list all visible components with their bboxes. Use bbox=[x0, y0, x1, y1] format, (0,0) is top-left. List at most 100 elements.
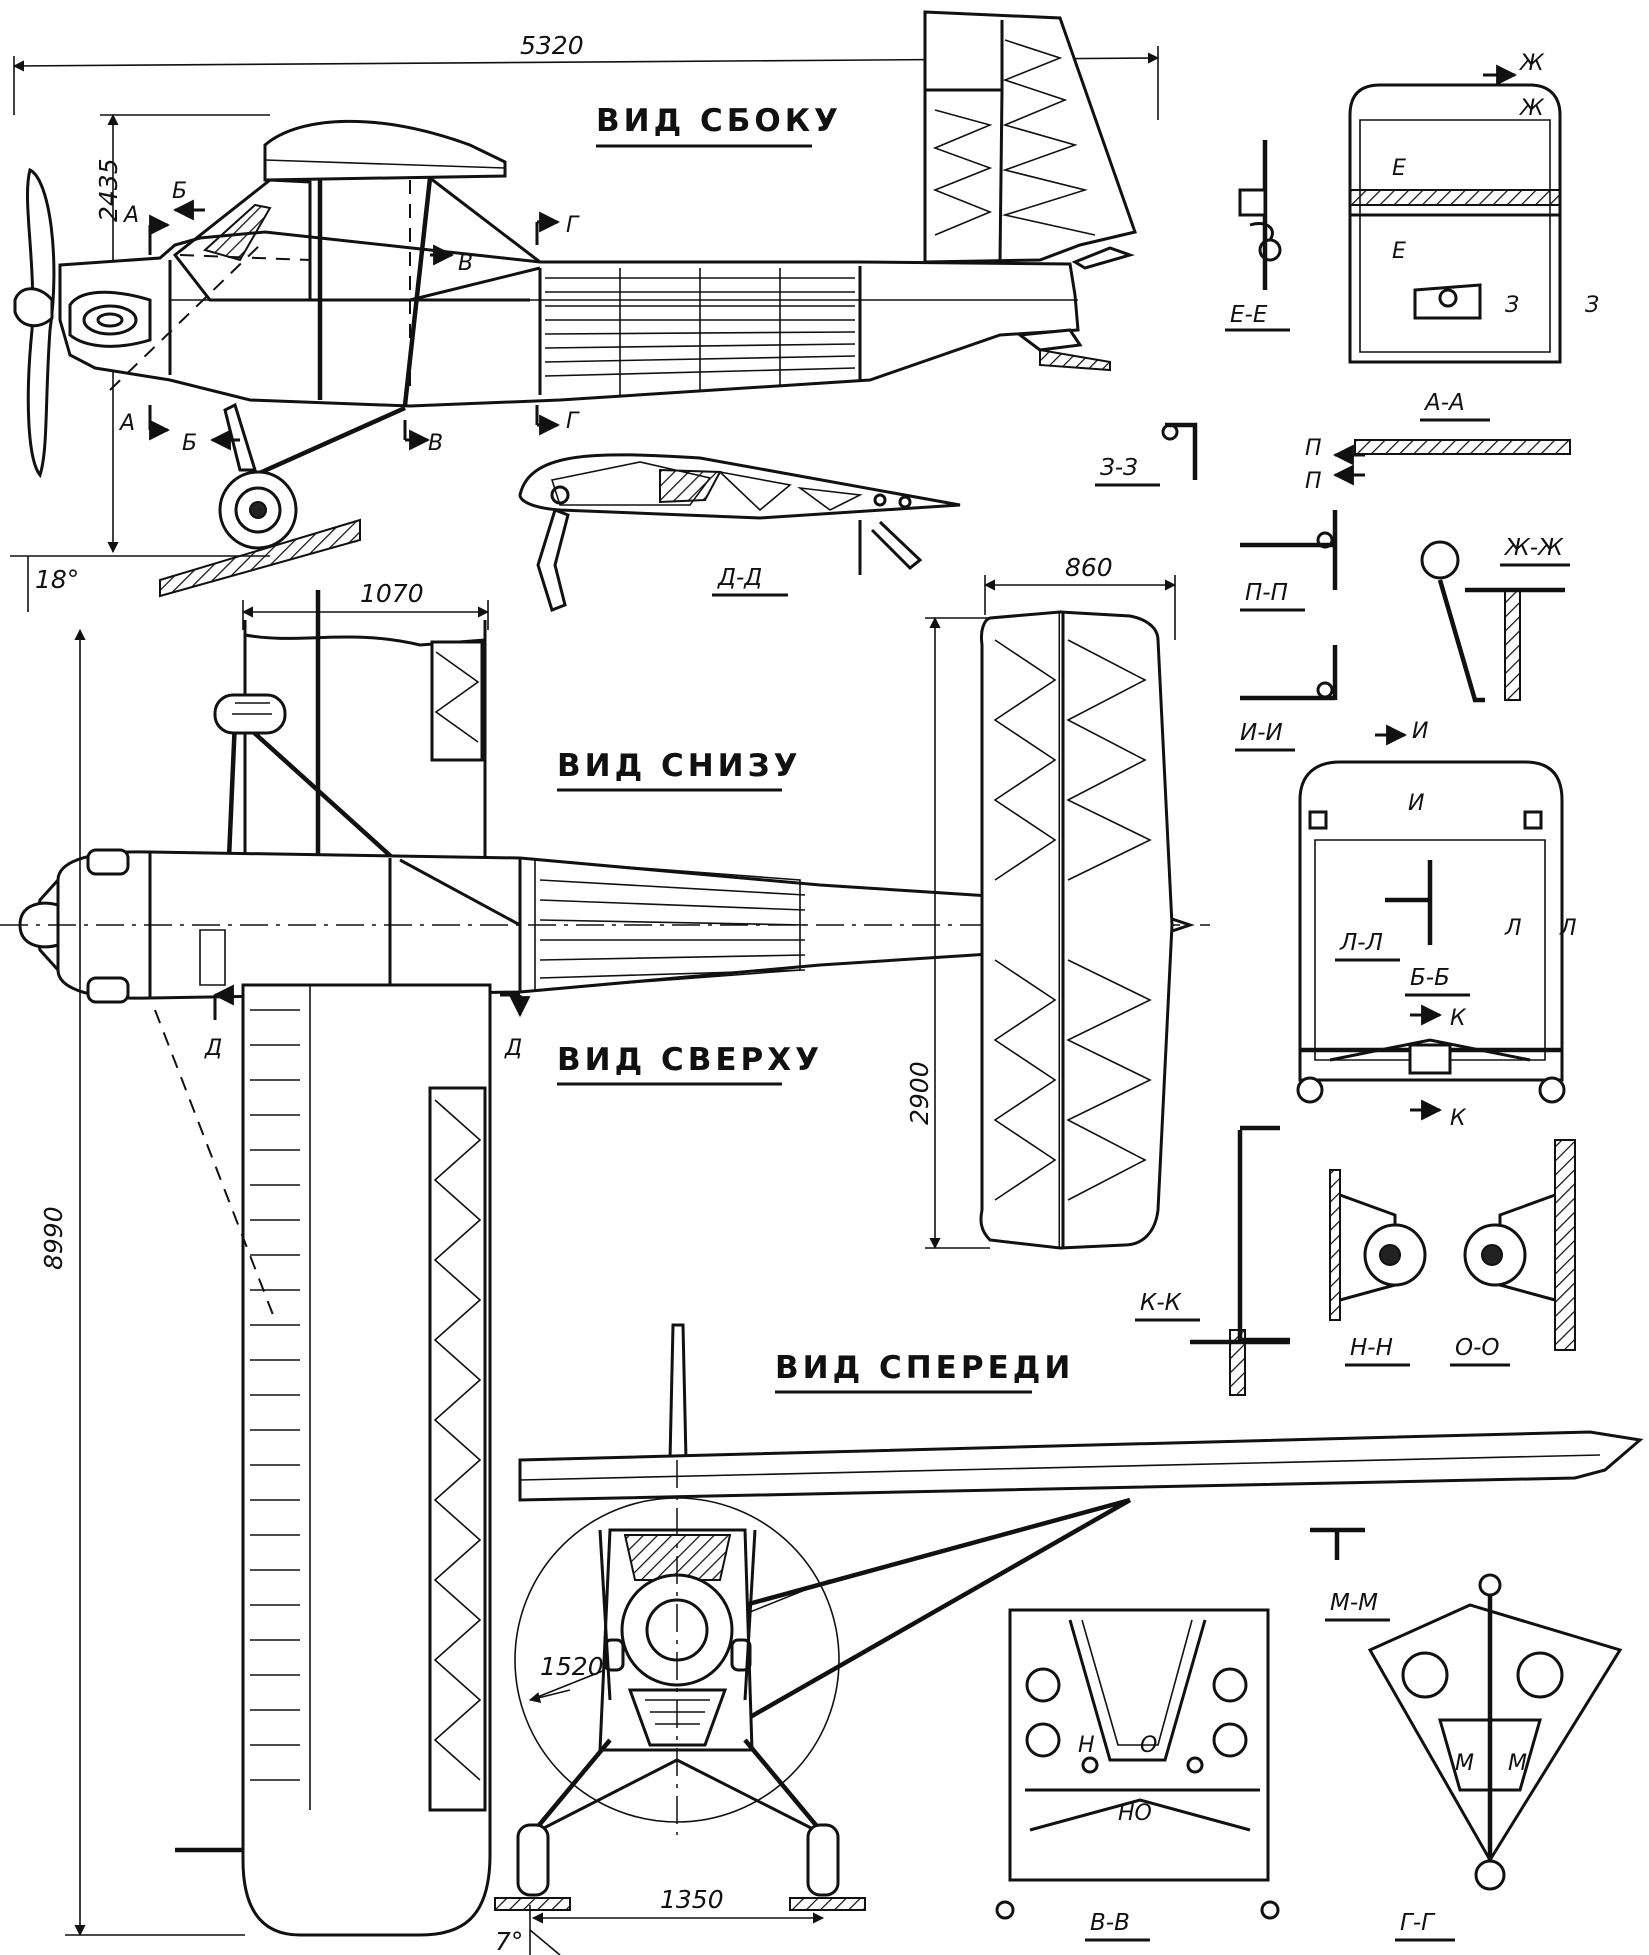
svg-text:З-З: З-З bbox=[1100, 455, 1138, 481]
section-ii: И-И bbox=[1235, 645, 1338, 752]
track-label: 1350 bbox=[660, 1885, 724, 1914]
wing-span-dimension: 8990 bbox=[39, 628, 245, 1937]
wing-plan bbox=[241, 983, 492, 1937]
svg-text:З: З bbox=[1505, 293, 1519, 318]
svg-text:Б-Б: Б-Б bbox=[1410, 965, 1450, 991]
section-oo: О-О bbox=[1450, 1139, 1576, 1367]
tail-skid-ground bbox=[1039, 348, 1111, 372]
stab-span-dimension: 2900 bbox=[905, 616, 990, 1250]
svg-text:И: И bbox=[1408, 791, 1424, 816]
stab-chord-label: 860 bbox=[1065, 553, 1113, 582]
svg-text:Ж: Ж bbox=[1518, 51, 1545, 76]
front-wheel-left bbox=[516, 1823, 550, 1897]
side-view: ВИД СБОКУ 5320 2435 18° bbox=[10, 10, 1160, 612]
wing-chord-label: 1070 bbox=[360, 579, 424, 608]
svg-text:М-М: М-М bbox=[1330, 1590, 1378, 1616]
svg-text:М: М bbox=[1455, 1751, 1474, 1776]
section-bb: И И Л Л Л-Л Б-Б К К bbox=[1296, 719, 1577, 1131]
height-dimension: 2435 bbox=[94, 113, 270, 554]
svg-text:Г: Г bbox=[566, 409, 580, 434]
vertical-fin bbox=[923, 10, 1137, 264]
wing-span-label: 8990 bbox=[39, 1206, 68, 1270]
engine-cylinder bbox=[68, 290, 152, 348]
svg-text:В: В bbox=[458, 251, 473, 276]
svg-text:Н: Н bbox=[1078, 1733, 1095, 1758]
wing-profile-side bbox=[263, 119, 507, 182]
wing-plan-ribs bbox=[250, 1009, 300, 1781]
side-section-markers: А А Б Б В В Г Г bbox=[118, 179, 580, 456]
svg-text:Ж-Ж: Ж-Ж bbox=[1503, 535, 1564, 561]
stab-chord-dimension: 860 bbox=[983, 553, 1177, 640]
svg-text:З: З bbox=[1585, 293, 1599, 318]
stab-span-label: 2900 bbox=[905, 1061, 934, 1125]
svg-text:В: В bbox=[428, 431, 443, 456]
ground-angle-label: 18° bbox=[35, 565, 79, 594]
svg-text:П: П bbox=[1305, 436, 1322, 461]
horizontal-stabilizer bbox=[979, 610, 1174, 1250]
svg-text:НО: НО bbox=[1118, 1801, 1152, 1826]
svg-text:Л: Л bbox=[1559, 916, 1577, 941]
svg-text:Е-Е: Е-Е bbox=[1230, 302, 1268, 328]
svg-text:Г-Г: Г-Г bbox=[1400, 1910, 1436, 1936]
svg-text:А-А: А-А bbox=[1423, 390, 1465, 416]
section-kk: К-К bbox=[1135, 1125, 1290, 1396]
cabin-frame bbox=[172, 178, 312, 302]
svg-text:И-И: И-И bbox=[1240, 720, 1283, 746]
svg-text:И: И bbox=[1412, 719, 1428, 744]
section-zz: З-З bbox=[1095, 422, 1198, 487]
svg-text:Л-Л: Л-Л bbox=[1339, 930, 1383, 956]
spinner bbox=[13, 287, 54, 328]
section-gg: М М Г-Г bbox=[1367, 1573, 1623, 1942]
svg-text:К: К bbox=[1450, 1006, 1467, 1031]
front-view: ВИД СПЕРЕДИ bbox=[494, 1323, 1644, 1955]
svg-text:Л: Л bbox=[1504, 916, 1522, 941]
svg-text:Д: Д bbox=[504, 1036, 522, 1061]
svg-text:Н-Н: Н-Н bbox=[1350, 1335, 1393, 1361]
aileron-plan bbox=[428, 1086, 487, 1812]
side-view-title: ВИД СБОКУ bbox=[596, 103, 842, 139]
svg-text:О-О: О-О bbox=[1455, 1335, 1500, 1361]
svg-text:Ж: Ж bbox=[1518, 96, 1545, 121]
length-dimension-label: 5320 bbox=[520, 31, 584, 60]
section-ee: Е-Е bbox=[1225, 140, 1290, 332]
track-dimension: 1350 7° bbox=[495, 1885, 825, 1955]
svg-text:А: А bbox=[122, 203, 139, 228]
section-nn: Н-Н bbox=[1329, 1169, 1427, 1367]
wheel-camber-label: 7° bbox=[495, 1927, 523, 1955]
section-pp: П-П bbox=[1240, 510, 1338, 612]
svg-text:Е: Е bbox=[1392, 156, 1406, 181]
gear-strut bbox=[254, 405, 406, 478]
svg-text:Д: Д bbox=[204, 1036, 222, 1061]
svg-text:П-П: П-П bbox=[1245, 580, 1288, 606]
svg-text:М: М bbox=[1508, 1751, 1527, 1776]
fuselage-fabric-ribs bbox=[544, 268, 856, 395]
section-mm: М-М bbox=[1310, 1527, 1390, 1622]
front-wheel-right bbox=[806, 1823, 840, 1897]
front-view-title: ВИД СПЕРЕДИ bbox=[775, 1350, 1074, 1386]
svg-text:Г: Г bbox=[566, 213, 580, 238]
front-wing bbox=[518, 1430, 1644, 1502]
section-dd-label: Д-Д bbox=[717, 565, 762, 591]
plan-view: ВИД СНИЗУ ВИД СВЕРХУ 1070 bbox=[0, 553, 1210, 1937]
section-pp-marker: П П bbox=[1305, 436, 1571, 494]
svg-text:А: А bbox=[118, 411, 135, 436]
section-aa: Е Е З З Ж Ж А-А bbox=[1348, 51, 1599, 422]
wing-chord-dimension: 1070 bbox=[241, 579, 490, 630]
prop-diameter-label: 1520 bbox=[540, 1652, 604, 1681]
svg-text:К: К bbox=[1450, 1106, 1467, 1131]
ground-angle: 18° bbox=[10, 518, 361, 612]
svg-text:П: П bbox=[1305, 469, 1322, 494]
section-zhzh: Ж-Ж bbox=[1420, 535, 1570, 703]
bottom-view-title: ВИД СНИЗУ bbox=[557, 748, 802, 784]
wing-rib-section-dd: Д-Д bbox=[518, 453, 961, 612]
top-view-title: ВИД СВЕРХУ bbox=[557, 1042, 823, 1078]
svg-text:О: О bbox=[1140, 1733, 1157, 1758]
section-vv: Н О НО В-В bbox=[995, 1608, 1280, 1942]
fin-truss bbox=[932, 39, 1096, 236]
front-wing-strut bbox=[743, 1498, 1132, 1722]
svg-text:Б: Б bbox=[182, 431, 197, 456]
svg-text:К-К: К-К bbox=[1140, 1290, 1183, 1316]
svg-text:В-В: В-В bbox=[1090, 1910, 1130, 1936]
svg-text:Е: Е bbox=[1392, 239, 1406, 264]
